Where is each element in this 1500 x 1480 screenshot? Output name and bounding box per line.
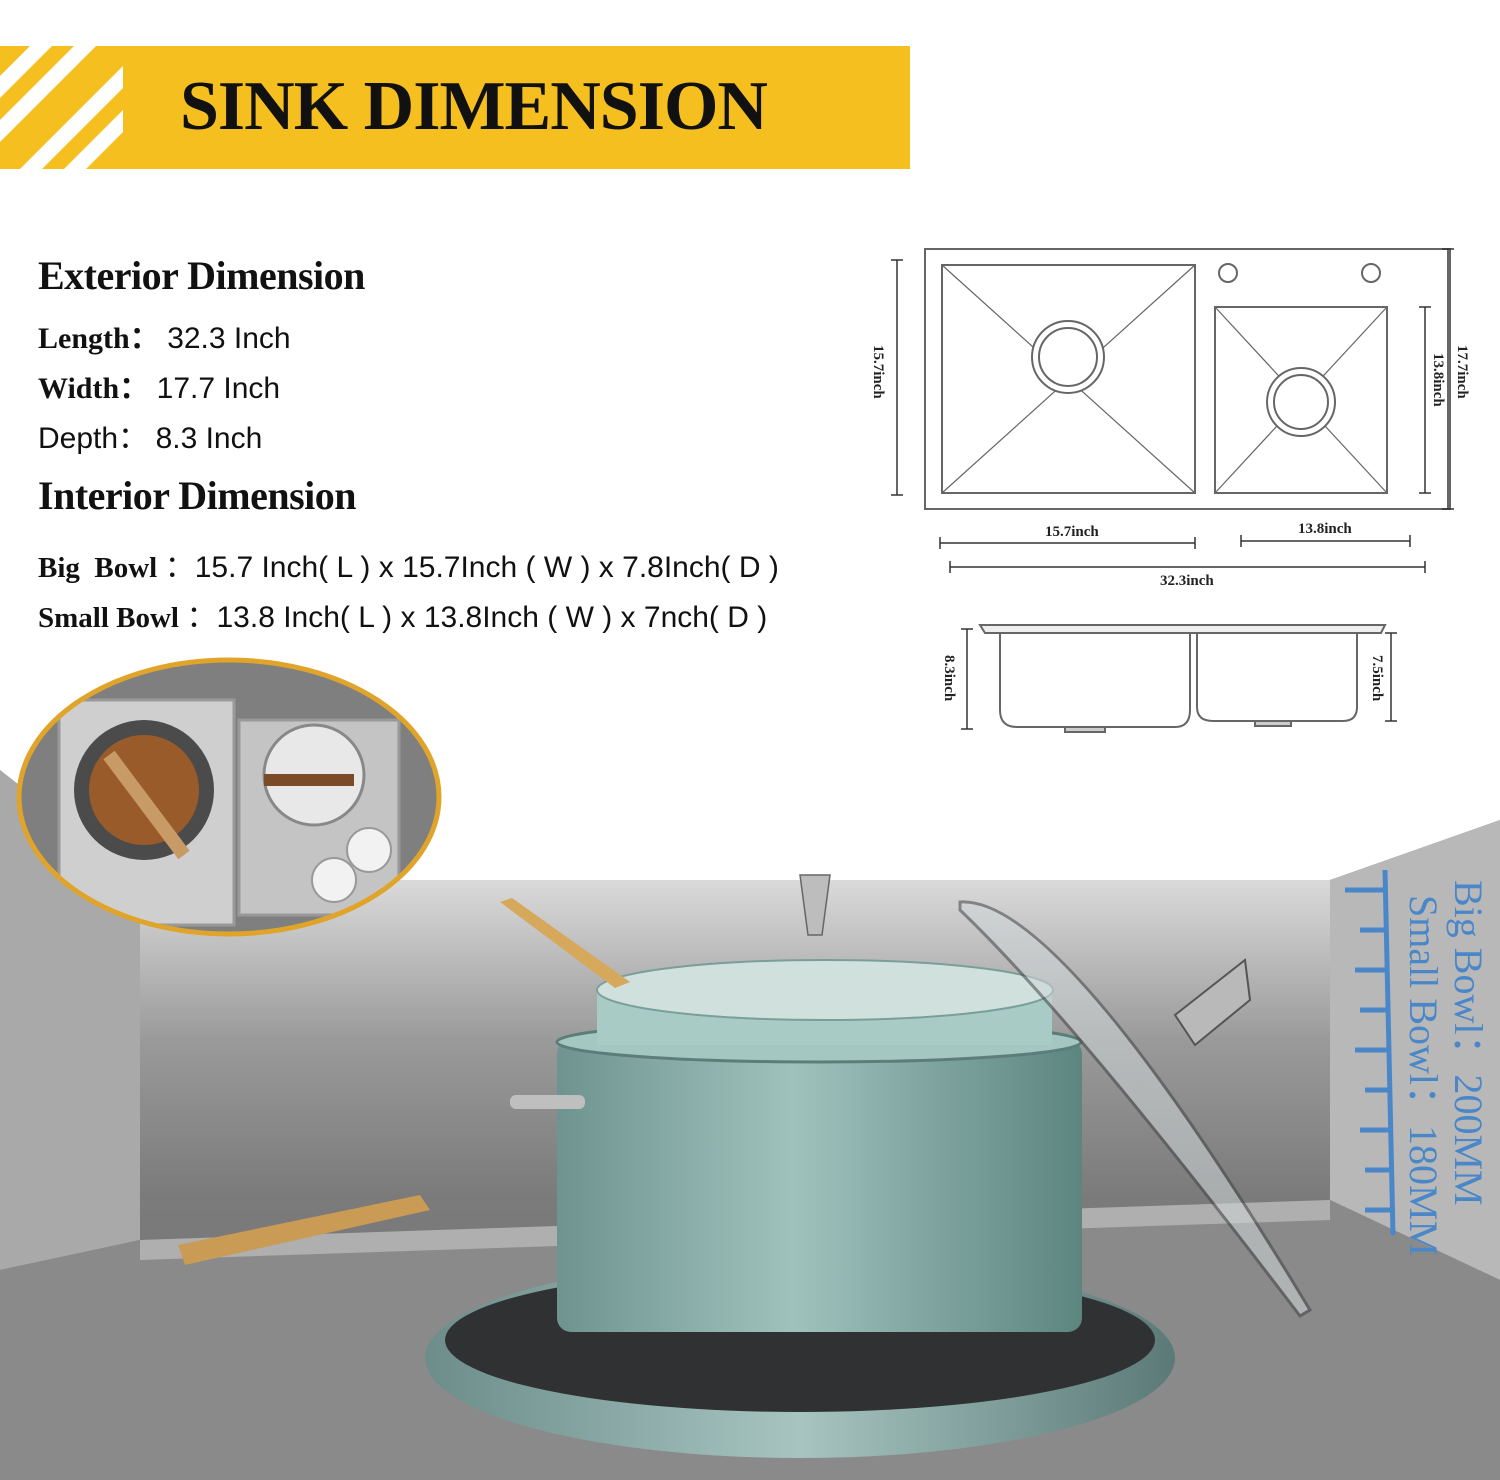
width-value: 17.7 Inch <box>156 372 281 405</box>
sink-scene-photo: Big Bowl：200MM Small Bowl：180MM <box>0 770 1500 1480</box>
sink-side-view-diagram: 8.3inch 7.5inch <box>941 624 1397 733</box>
label-small-bowl-width: 13.8inch <box>1298 521 1352 537</box>
small-bowl-value: ：13.8 Inch( L ) x 13.8Inch ( W ) x 7nch(… <box>186 601 768 634</box>
page-title: SINK DIMENSION <box>180 68 768 145</box>
label-total-width: 32.3inch <box>1160 573 1214 589</box>
inset-sink-photo <box>16 657 442 937</box>
label-side-depth-right: 7.5inch <box>1369 655 1385 702</box>
gauge-small-bowl: Small Bowl：180MM <box>1401 895 1446 1256</box>
length-value: 32.3 Inch <box>167 322 291 355</box>
big-bowl-value: ：15.7 Inch( L ) x 15.7Inch ( W ) x 7.8In… <box>164 551 779 584</box>
depth-value: 8.3 Inch <box>155 422 263 455</box>
big-bowl-label: Big Bowl <box>38 552 158 584</box>
depth-row: Depth： 8.3 Inch <box>38 413 262 457</box>
label-big-bowl-width: 15.7inch <box>1045 524 1099 540</box>
depth-label: Depth： <box>38 422 149 455</box>
gauge-big-bowl: Big Bowl：200MM <box>1446 880 1491 1206</box>
title-banner <box>0 46 910 169</box>
big-bowl-row: Big Bowl ：15.7 Inch( L ) x 15.7Inch ( W … <box>38 542 779 586</box>
label-top-height-left: 15.7inch <box>870 345 886 399</box>
sink-top-view-diagram: 15.7inch 13.8inch 17.7inch 15.7inch 13.8… <box>870 248 1470 589</box>
small-bowl-label: Small Bowl <box>38 602 179 634</box>
length-label: Length： <box>38 322 160 355</box>
width-row: Width： 17.7 Inch <box>38 363 280 407</box>
exterior-heading: Exterior Dimension <box>38 253 365 298</box>
width-label: Width： <box>38 372 150 405</box>
small-bowl-row: Small Bowl ：13.8 Inch( L ) x 13.8Inch ( … <box>38 592 767 636</box>
interior-heading: Interior Dimension <box>38 473 357 518</box>
length-row: Length： 32.3 Inch <box>38 313 291 357</box>
label-top-height-right: 17.7inch <box>1454 345 1470 399</box>
label-side-depth-left: 8.3inch <box>941 655 957 702</box>
label-top-height-small: 13.8inch <box>1430 353 1446 407</box>
